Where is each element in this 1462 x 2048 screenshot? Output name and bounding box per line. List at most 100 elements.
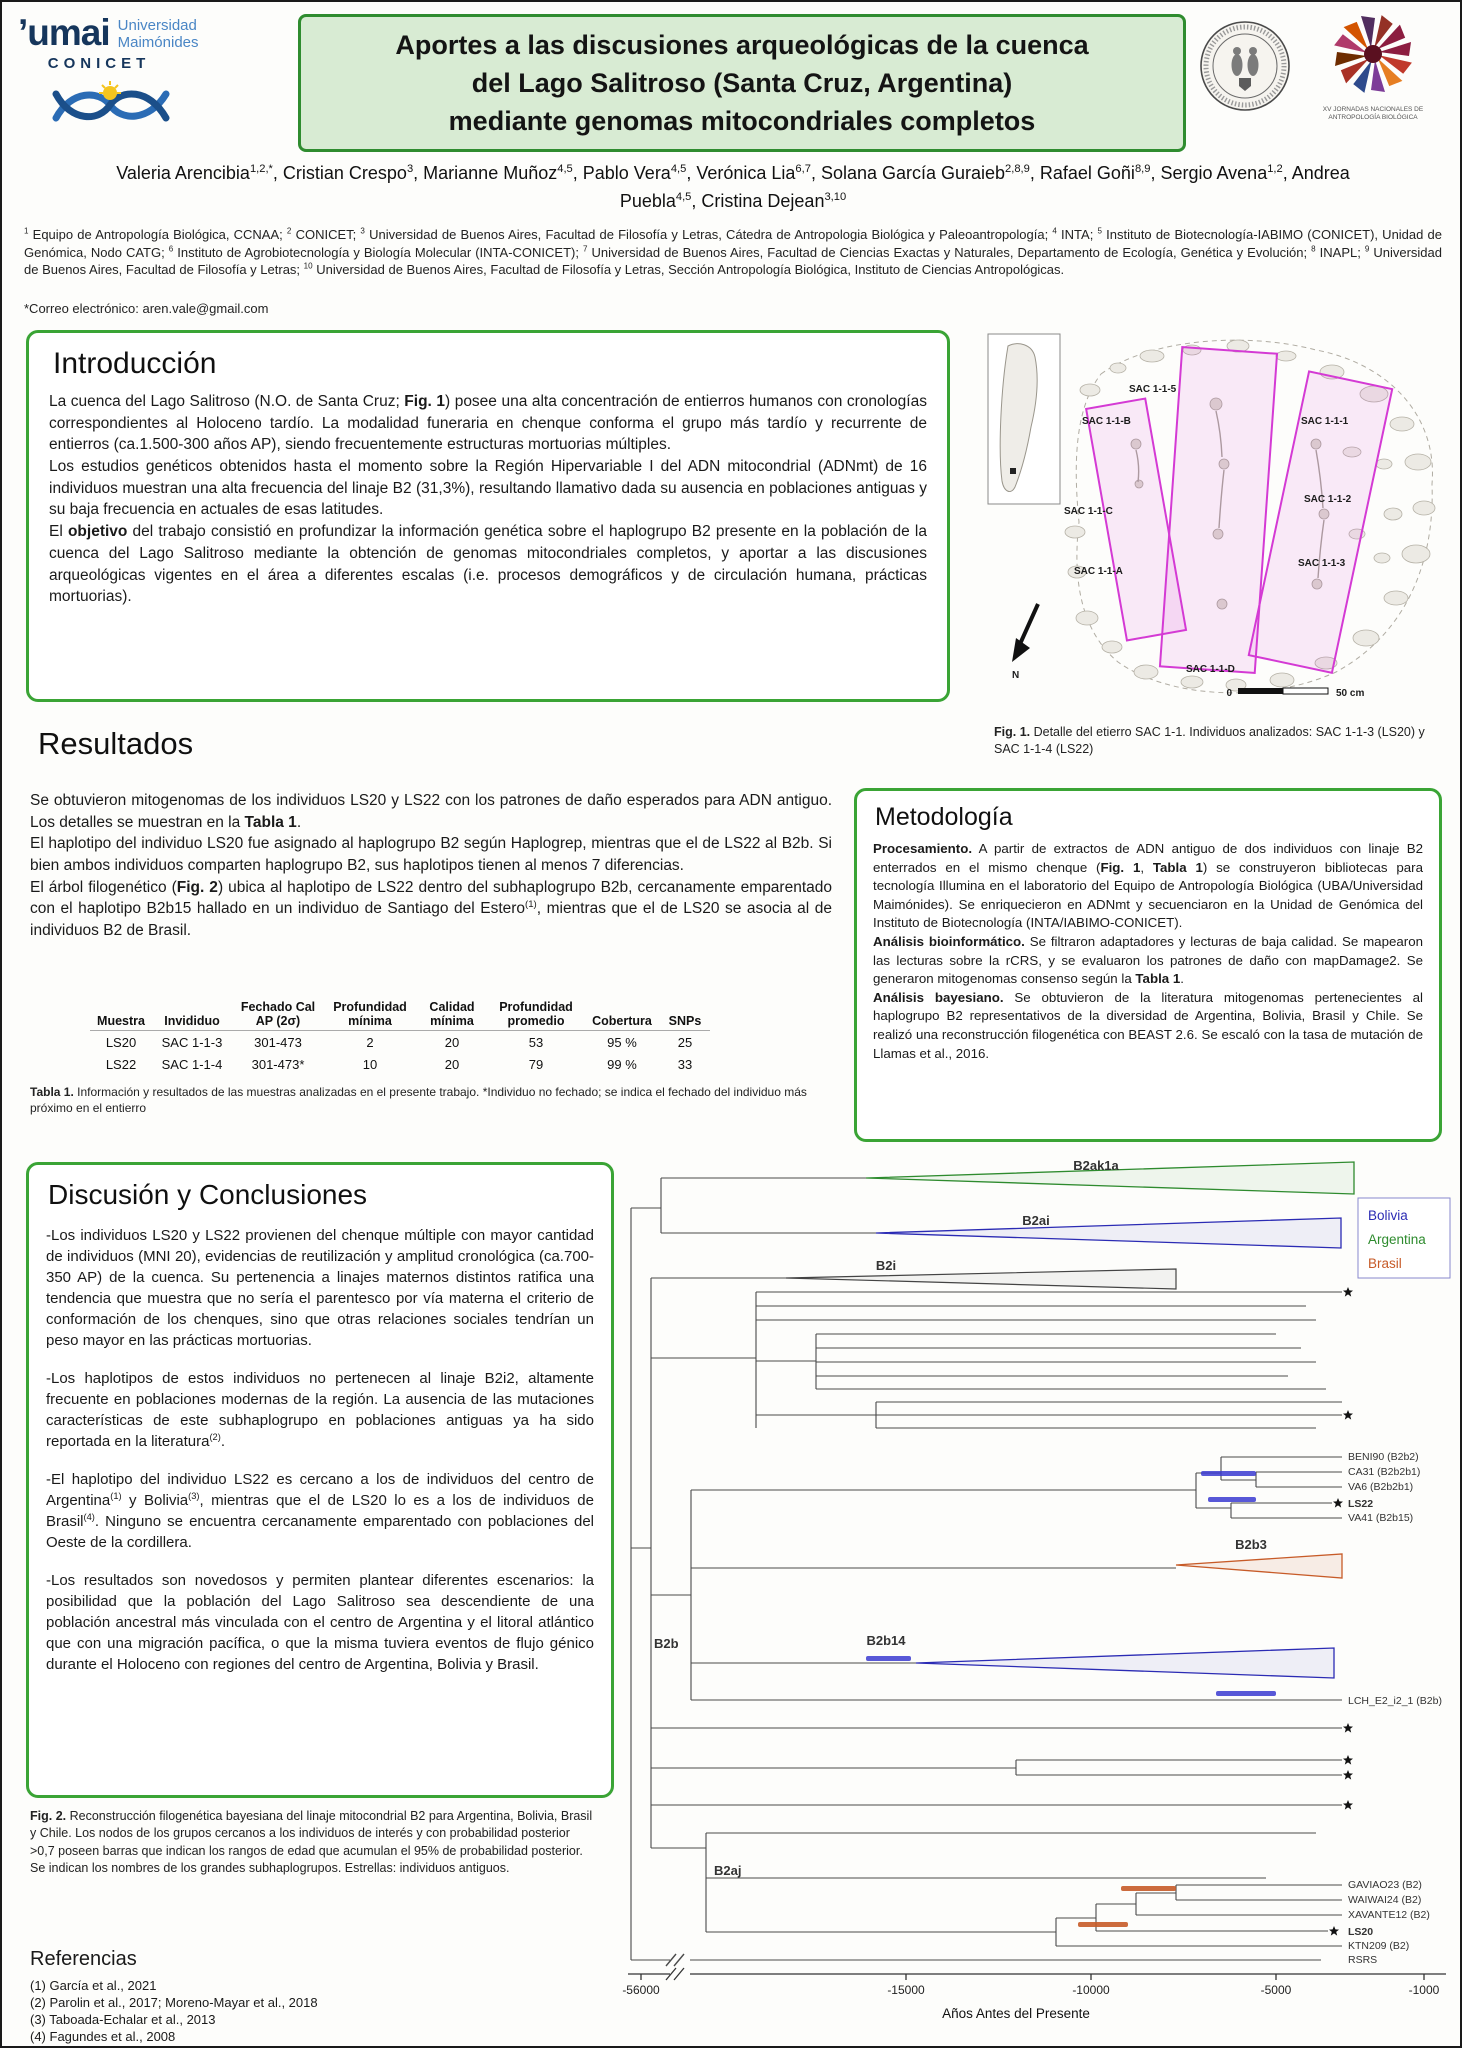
intro-heading: Introducción bbox=[53, 347, 217, 380]
table1-header-row: Muestra Invididuo Fechado Cal AP (2σ) Pr… bbox=[90, 998, 710, 1031]
tip-label-va6: VA6 (B2b2b1) bbox=[1348, 1481, 1413, 1493]
discussion-paragraph-2: -Los haplotipos de estos individuos no p… bbox=[46, 1370, 594, 1450]
clade-label-b2b: B2b bbox=[654, 1636, 679, 1651]
fig1-label-sac-1-1-3: SAC 1-1-3 bbox=[1298, 558, 1346, 569]
fig1-label-sac-1-1-1: SAC 1-1-1 bbox=[1301, 416, 1349, 427]
fig2-legend: Bolivia Argentina Brasil bbox=[1357, 1197, 1451, 1279]
tree-tip-labels: BENI90 (B2b2) CA31 (B2b2b1) VA6 (B2b2b1)… bbox=[1348, 1451, 1442, 1966]
clade-triangle-b2b14 bbox=[915, 1647, 1335, 1679]
umai-flag-sun-icon bbox=[52, 81, 170, 122]
table1-header-calidad: Calidad mínima bbox=[416, 998, 488, 1031]
scale-zero: 0 bbox=[1226, 688, 1232, 699]
scale-label: 50 cm bbox=[1336, 688, 1364, 699]
tip-label-xavante12: XAVANTE12 (B2) bbox=[1348, 1909, 1430, 1921]
results-paragraph-3: El árbol filogenético (Fig. 2) ubica al … bbox=[30, 878, 833, 940]
tip-label-rsrs: RSRS bbox=[1348, 1954, 1377, 1966]
jornadas-caption: XV JORNADAS NACIONALES DE ANTROPOLOGÍA B… bbox=[1322, 106, 1424, 121]
intro-paragraph-1: La cuenca del Lago Salitroso (N.O. de Sa… bbox=[49, 393, 927, 454]
reference-3: (3) Taboada-Echalar et al., 2013 bbox=[30, 2012, 216, 2028]
authors-line: Valeria Arencibia1,2,*, Cristian Crespo3… bbox=[116, 163, 1350, 211]
discussion-heading: Discusión y Conclusiones bbox=[48, 1179, 368, 1210]
umai-logo-block: ’umai Universidad Maimónides CONICET bbox=[18, 14, 292, 132]
clade-triangle-b2ak1a bbox=[865, 1161, 1355, 1195]
fig2-time-axis: -56000 -15000 -10000 -5000 -1000 Años An… bbox=[622, 1967, 1446, 2021]
reference-4: (4) Fagundes et al., 2008 bbox=[30, 2029, 176, 2045]
poster-title-line1: Aportes a las discusiones arqueológicas … bbox=[395, 29, 1089, 60]
intro-section: Introducción La cuenca del Lago Salitros… bbox=[26, 330, 950, 702]
jornadas-logo bbox=[1334, 15, 1412, 93]
clade-label-b2aj: B2aj bbox=[714, 1863, 741, 1878]
table1-header-prof-min: Profundidad mínima bbox=[324, 998, 416, 1031]
results-text: Se obtuvieron mitogenomas de los individ… bbox=[30, 790, 832, 942]
fig1-skeleton-sketches bbox=[1130, 397, 1330, 610]
table-1: Muestra Invididuo Fechado Cal AP (2σ) Pr… bbox=[90, 998, 710, 1075]
tree-branches bbox=[630, 1177, 1342, 1967]
table1-header-fechado: Fechado Cal AP (2σ) bbox=[232, 998, 324, 1031]
tip-label-va41: VA41 (B2b15) bbox=[1348, 1512, 1413, 1524]
tip-label-ls22: LS22 bbox=[1348, 1498, 1373, 1510]
fig2-phylogenetic-tree: B2ak1a B2ai B2i B2b3 B2b B2b14 B2aj Boli… bbox=[622, 1158, 1451, 2021]
fig1-label-sac-1-1-2: SAC 1-1-2 bbox=[1304, 494, 1352, 505]
discussion-section: Discusión y Conclusiones -Los individuos… bbox=[26, 1162, 614, 1798]
table1-header-cobertura: Cobertura bbox=[584, 998, 660, 1031]
clade-label-b2b3: B2b3 bbox=[1235, 1537, 1267, 1552]
axis-tick-1000: -1000 bbox=[1409, 1983, 1440, 1997]
tip-label-lch: LCH_E2_i2_1 (B2b) bbox=[1348, 1695, 1442, 1707]
fig1-label-sac-1-1-5: SAC 1-1-5 bbox=[1129, 384, 1177, 395]
tip-label-waiwai24: WAIWAI24 (B2) bbox=[1348, 1894, 1421, 1906]
fig2-caption: Fig. 2. Reconstrucción filogenética baye… bbox=[30, 1809, 593, 1875]
clade-label-b2ai: B2ai bbox=[1022, 1213, 1049, 1228]
tip-label-ktn209: KTN209 (B2) bbox=[1348, 1940, 1409, 1952]
discussion-paragraph-4: -Los resultados son novedosos y permiten… bbox=[46, 1572, 594, 1673]
affiliations: 1 Equipo de Antropología Biológica, CCNA… bbox=[24, 226, 1443, 278]
fig1-label-sac-1-1-c: SAC 1-1-C bbox=[1064, 506, 1113, 517]
fig1-burial-units bbox=[1084, 346, 1394, 675]
table1-caption: Tabla 1. Información y resultados de las… bbox=[30, 1085, 807, 1116]
reference-2: (2) Parolin et al., 2017; Moreno-Mayar e… bbox=[30, 1995, 318, 2011]
fig1-excavation-plan: SAC 1-1-5 SAC 1-1-B SAC 1-1-1 SAC 1-1-C … bbox=[987, 333, 1436, 699]
figure-1: SAC 1-1-5 SAC 1-1-B SAC 1-1-1 SAC 1-1-C … bbox=[986, 332, 1446, 722]
intro-paragraph-3: El objetivo del trabajo consistió en pro… bbox=[49, 523, 927, 606]
table1-header-prof-prom: Profundidad promedio bbox=[488, 998, 584, 1031]
fig1-unit-labels: SAC 1-1-5 SAC 1-1-B SAC 1-1-1 SAC 1-1-C … bbox=[1064, 384, 1352, 675]
fig1-label-sac-1-1-d: SAC 1-1-D bbox=[1186, 664, 1235, 675]
fig1-caption: Fig. 1. Detalle del etierro SAC 1-1. Ind… bbox=[994, 725, 1425, 756]
references-heading: Referencias bbox=[30, 1948, 137, 1970]
results-heading: Resultados bbox=[38, 726, 194, 761]
methods-section: Metodología Procesamiento. A partir de e… bbox=[854, 788, 1442, 1142]
axis-tick-56000: -56000 bbox=[622, 1983, 660, 1997]
legend-argentina: Argentina bbox=[1368, 1232, 1426, 1247]
clade-label-b2i: B2i bbox=[876, 1258, 896, 1273]
fig1-label-sac-1-1-a: SAC 1-1-A bbox=[1074, 566, 1123, 577]
poster-title-line2: del Lago Salitroso (Santa Cruz, Argentin… bbox=[471, 67, 1013, 98]
fig1-dashed-boundary bbox=[1075, 339, 1433, 694]
table1-header-muestra: Muestra bbox=[90, 998, 152, 1031]
clade-label-b2b14: B2b14 bbox=[866, 1633, 906, 1648]
umai-university-name: Universidad Maimónides bbox=[117, 17, 199, 51]
clade-label-b2ak1a: B2ak1a bbox=[1073, 1158, 1119, 1173]
legend-bolivia: Bolivia bbox=[1368, 1208, 1408, 1223]
jornadas-logo-block: XV JORNADAS NACIONALES DE ANTROPOLOGÍA B… bbox=[1312, 12, 1434, 122]
axis-tick-5000: -5000 bbox=[1261, 1983, 1292, 1997]
results-paragraph-2: El haplotipo del individuo LS20 fue asig… bbox=[30, 835, 832, 875]
tip-label-ca31: CA31 (B2b2b1) bbox=[1348, 1466, 1420, 1478]
methods-paragraph-2: Análisis bioinformático. Se filtraron ad… bbox=[873, 934, 1423, 987]
north-label: N bbox=[1012, 670, 1019, 681]
clade-triangle-b2i bbox=[785, 1268, 1177, 1290]
contact-email: *Correo electrónico: aren.vale@gmail.com bbox=[24, 301, 269, 316]
tree-collapsed-clades bbox=[785, 1161, 1355, 1679]
methods-heading: Metodología bbox=[875, 803, 1013, 831]
axis-title: Años Antes del Presente bbox=[942, 2006, 1090, 2021]
fig1-stones bbox=[1064, 339, 1436, 692]
fig1-label-sac-1-1-b: SAC 1-1-B bbox=[1082, 416, 1131, 427]
methods-paragraph-3: Análisis bayesiano. Se obtuvieron de la … bbox=[873, 989, 1423, 1061]
results-paragraph-1: Se obtuvieron mitogenomas de los individ… bbox=[30, 792, 832, 831]
north-arrow-icon: N bbox=[1012, 603, 1040, 681]
methods-paragraph-1: Procesamiento. A partir de extractos de … bbox=[873, 841, 1423, 931]
axis-tick-15000: -15000 bbox=[887, 1983, 925, 1997]
fig1-scale-bar: 0 50 cm bbox=[1226, 687, 1364, 699]
reference-1: (1) García et al., 2021 bbox=[30, 1978, 157, 1993]
figure-2: B2ak1a B2ai B2i B2b3 B2b B2b14 B2aj Boli… bbox=[616, 1148, 1460, 2046]
